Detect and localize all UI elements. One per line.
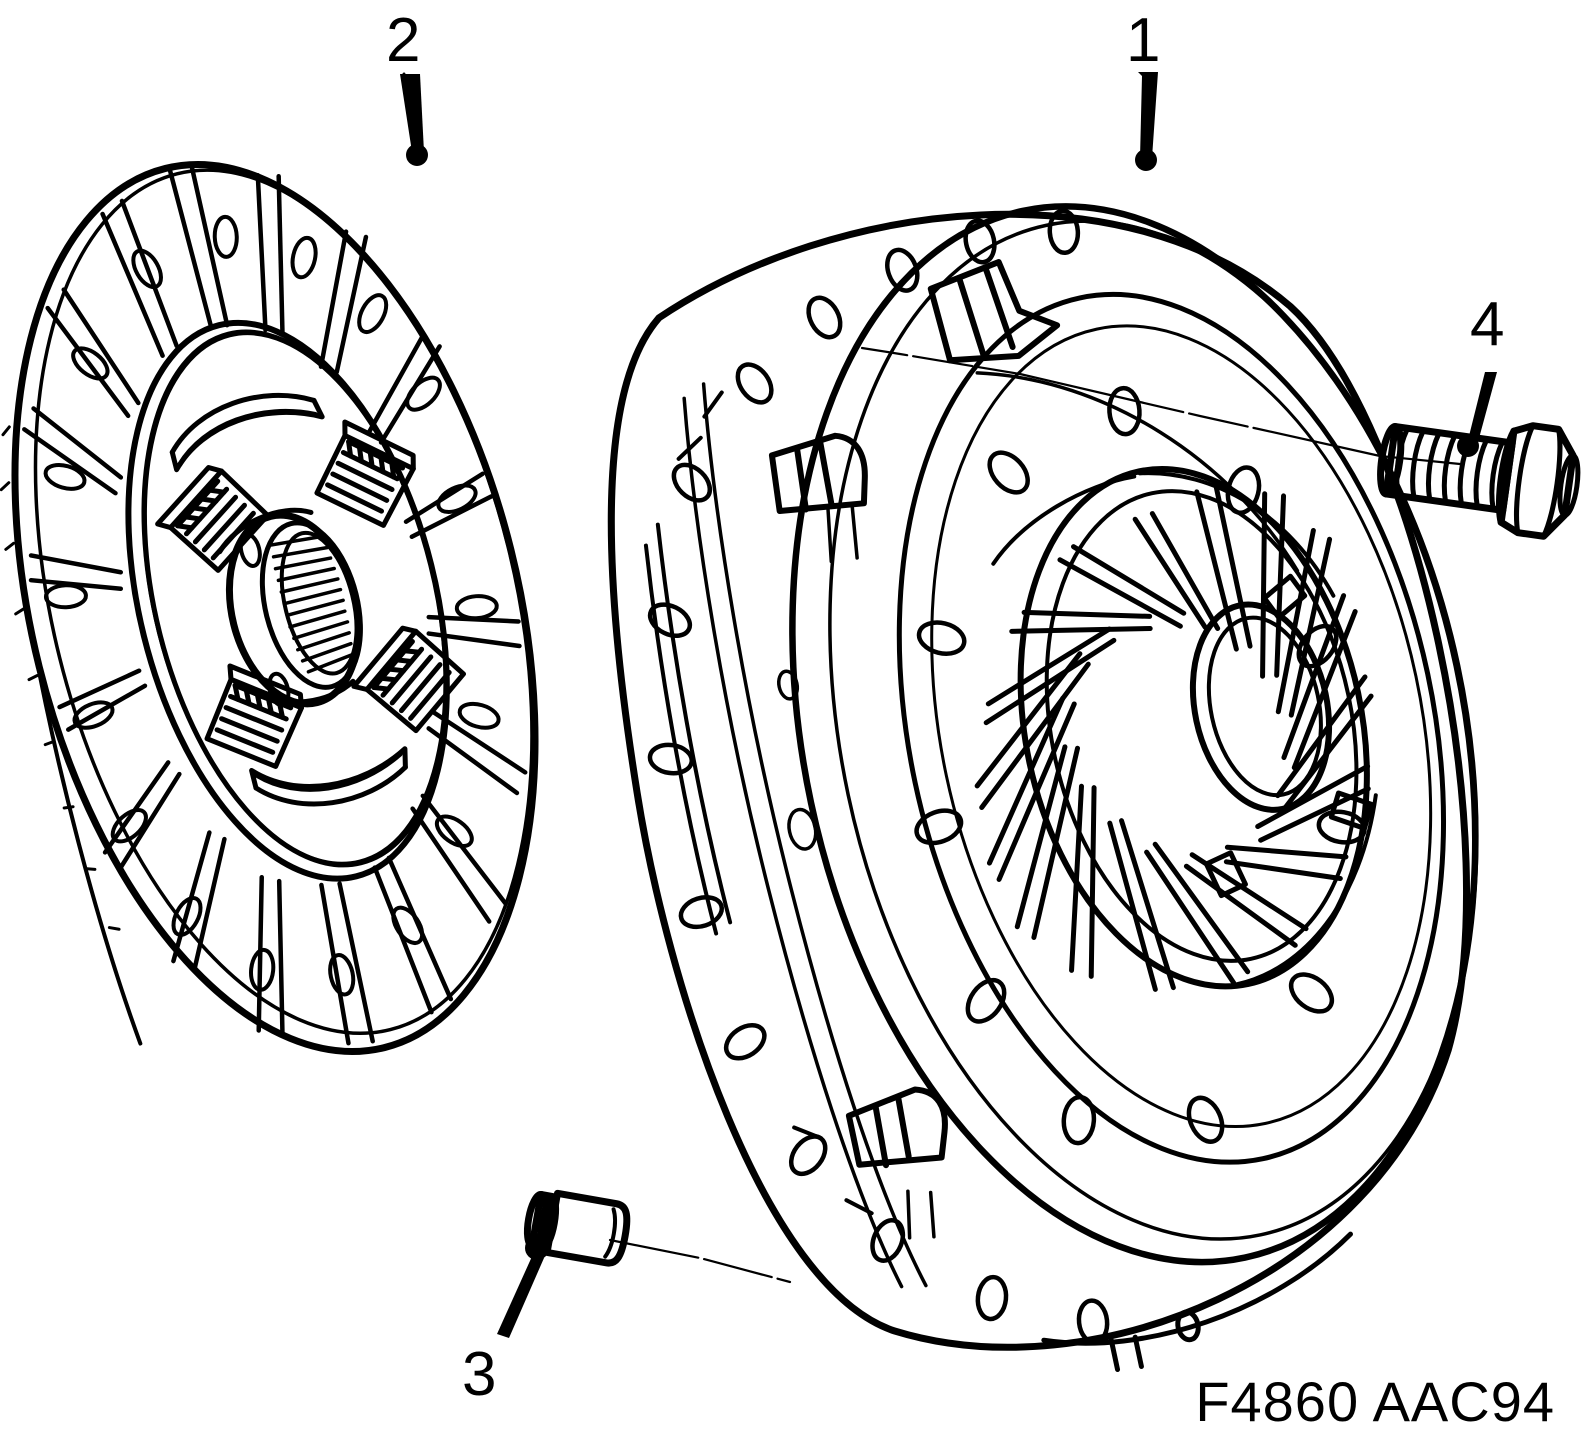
- leader-dot-2: [406, 144, 428, 166]
- disc-rivet-holes: [43, 214, 501, 997]
- clutch-pressure-plate-cover: [607, 203, 1479, 1373]
- cover-drive-straps: [768, 259, 1061, 1169]
- cover-front-rim: [789, 203, 1479, 1266]
- damper-strap: [169, 392, 325, 473]
- disc-torsion-springs: [155, 419, 467, 769]
- hub-splines: [269, 534, 354, 674]
- torsion-spring: [314, 419, 416, 528]
- release-lugs: [1203, 573, 1375, 899]
- cover-face-bolt-holes: [914, 385, 1367, 1146]
- cover-bottom-rim: [1041, 1231, 1353, 1373]
- disc-hub-plate: [141, 330, 449, 868]
- leader-line-2: [400, 72, 428, 166]
- callout-number-4: 4: [1470, 290, 1505, 359]
- disc-damper-straps: [169, 392, 408, 807]
- callout-number-2: 2: [386, 6, 421, 75]
- bolt-hex-head: [1495, 422, 1581, 540]
- leader-line-1: [1135, 72, 1158, 171]
- disc-edge-serrations: [0, 425, 121, 931]
- clutch-driven-disc: [0, 161, 539, 1055]
- callout-number-3: 3: [462, 1340, 497, 1409]
- torsion-spring: [351, 625, 467, 734]
- leader-dot-3: [525, 1236, 549, 1260]
- cover-inner-ring-2: [930, 324, 1433, 1128]
- cover-flange-bolt-holes: [647, 208, 1110, 1345]
- cover-inner-ring: [896, 291, 1447, 1165]
- disc-thickness-edge: [32, 645, 143, 1046]
- callout-number-1: 1: [1126, 6, 1161, 75]
- torsion-spring: [204, 663, 304, 769]
- drive-strap: [768, 432, 868, 515]
- disc-outer-edge-inner: [33, 168, 534, 1035]
- pointer-bolt-to-cover: [860, 346, 1462, 466]
- leader-dot-4: [1457, 435, 1479, 457]
- leader-line-3: [497, 1236, 549, 1338]
- diaphragm-spring: [974, 465, 1378, 992]
- disc-splined-hub: [217, 507, 363, 708]
- damper-strap: [249, 746, 408, 807]
- pointer-dowel-to-cover: [608, 1238, 792, 1284]
- drive-strap: [927, 259, 1061, 364]
- cover-front-rim-2: [828, 219, 1479, 1241]
- drive-strap: [845, 1086, 948, 1169]
- cover-shell-detail: [682, 371, 1300, 1289]
- figure-caption: F4860 AAC94: [1195, 1370, 1555, 1433]
- diaphragm-fingers: [974, 485, 1374, 992]
- leader-line-4: [1457, 372, 1497, 457]
- leader-dot-1: [1135, 149, 1157, 171]
